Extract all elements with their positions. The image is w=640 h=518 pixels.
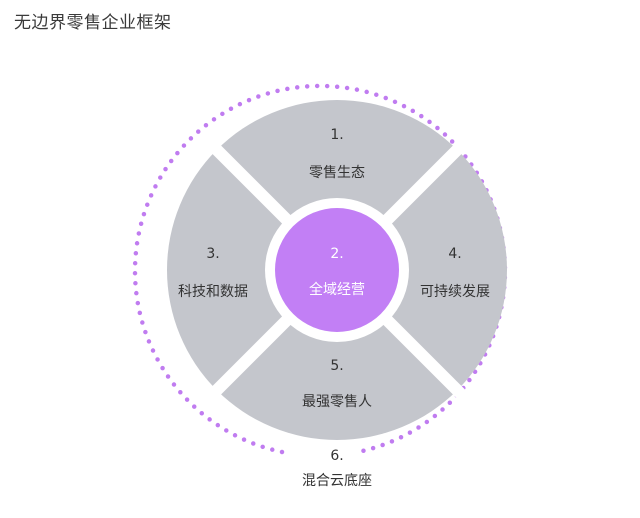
segment-left-label: 科技和数据 xyxy=(178,284,248,300)
base-number: 6. xyxy=(330,448,343,464)
segment-left-number: 3. xyxy=(206,246,219,262)
base-label: 混合云底座 xyxy=(302,473,372,489)
center-core xyxy=(275,208,399,332)
segment-top-label: 零售生态 xyxy=(309,165,365,181)
segment-bottom-label: 最强零售人 xyxy=(302,394,372,410)
dotted-outer-ring xyxy=(132,83,508,455)
segment-right-label: 可持续发展 xyxy=(420,283,490,300)
segment-right-number: 4. xyxy=(448,246,461,262)
center-label: 全域经营 xyxy=(309,281,365,298)
center-number: 2. xyxy=(330,246,343,262)
segment-top-number: 1. xyxy=(330,127,343,143)
page-title: 无边界零售企业框架 xyxy=(14,13,172,33)
segment-bottom-number: 5. xyxy=(330,358,343,374)
